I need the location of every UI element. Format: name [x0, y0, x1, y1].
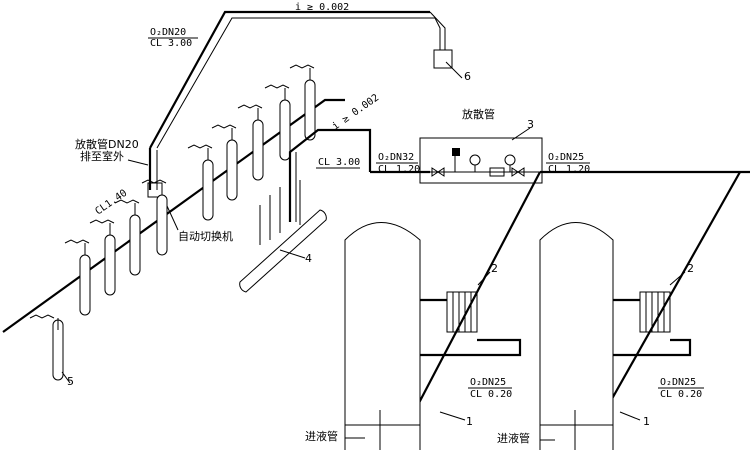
- callout-1b-leader: [619, 411, 641, 421]
- callout-5: 5: [67, 375, 74, 388]
- callout-2b: 2: [687, 262, 694, 275]
- main-right-cl: CL 1.20: [548, 164, 590, 175]
- tank1-size: O₂DN25: [470, 377, 506, 388]
- vent-top-cl: CL 3.00: [150, 38, 192, 49]
- mid-cl-label: CL 3.00: [318, 157, 360, 168]
- callout-3-leader: [511, 127, 531, 141]
- storage-tank-1-right: [539, 222, 614, 450]
- tank2-size: O₂DN25: [660, 377, 696, 388]
- tank2-cl: CL 0.20: [660, 389, 702, 400]
- vaporizer-2-right: [613, 291, 692, 357]
- main-left-size: O₂DN32: [378, 152, 414, 163]
- callout-6: 6: [464, 70, 471, 83]
- vent-pipe-leader: [127, 159, 149, 166]
- slope-top-label: i ≥ 0.002: [295, 2, 349, 13]
- slope-mid-label: i ≥ 0.002: [330, 92, 381, 132]
- vaporizer-2-left: [420, 291, 522, 357]
- callout-1a: 1: [466, 415, 473, 428]
- main-left-cl: CL 1.20: [378, 164, 420, 175]
- cylinder-pigtails: [29, 64, 315, 330]
- vaporizer-manifold-4: [239, 128, 372, 293]
- callout-2a: 2: [491, 262, 498, 275]
- callout-2b-leader: [669, 271, 686, 286]
- inlet-1-label: 进液管: [305, 429, 338, 443]
- callout-1a-leader: [439, 411, 466, 421]
- vent-box-6: [433, 49, 453, 69]
- storage-tank-1-left: [344, 222, 421, 450]
- vent-pipe-label: 放散管DN20: [75, 137, 139, 151]
- control-box-components: [430, 148, 540, 177]
- tank1-cl: CL 0.20: [470, 389, 512, 400]
- callout-6-leader: [445, 61, 463, 79]
- callout-3: 3: [527, 118, 534, 131]
- callout-4: 4: [305, 252, 312, 265]
- control-box-3: [419, 137, 543, 184]
- gas-cylinders: [52, 79, 316, 381]
- callout-5-leader: [61, 371, 71, 384]
- vent-top-size: O₂DN20: [150, 27, 186, 38]
- main-right-size: O₂DN25: [548, 152, 584, 163]
- auto-switch-label: 自动切换机: [178, 229, 233, 243]
- box-vent-label: 放散管: [462, 107, 495, 121]
- vent-pipe-label-2: 排至室外: [80, 149, 124, 163]
- callout-2a-leader: [477, 271, 491, 286]
- inlet-2-label: 进液管: [497, 431, 530, 445]
- callout-1b: 1: [643, 415, 650, 428]
- cl-140-label: CL1.40: [93, 188, 129, 218]
